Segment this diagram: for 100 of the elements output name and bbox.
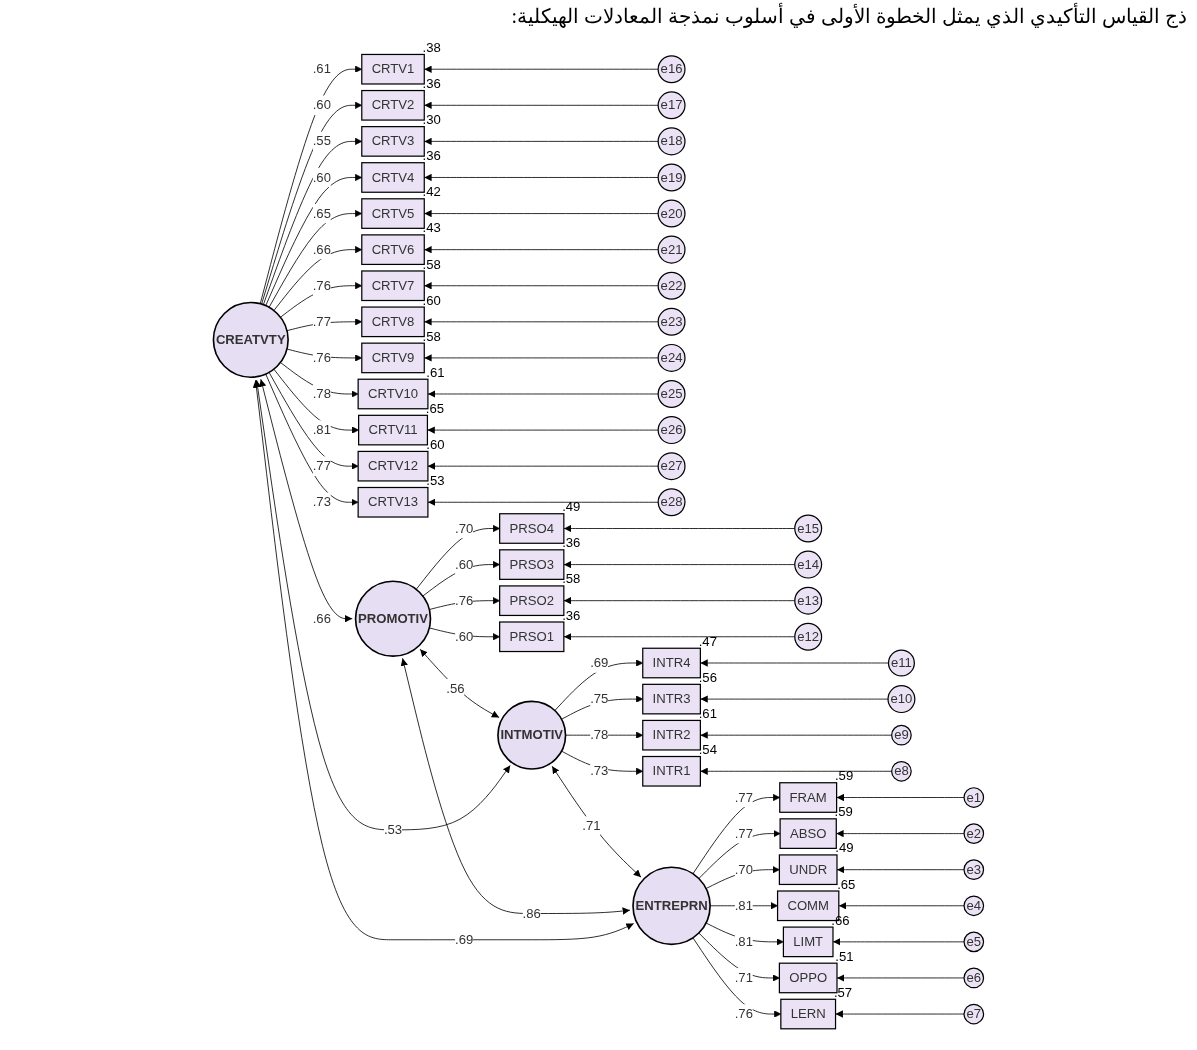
r-squared-value: .65 [837,876,856,892]
node-box [361,162,425,193]
node-box [361,270,425,302]
r-squared-value: .36 [562,535,581,551]
node-circle [963,895,985,917]
edge-label: .77 [734,826,753,841]
node-circle [963,967,985,989]
r-squared-value: .58 [562,571,581,587]
edge-label: .77 [312,458,331,473]
node-box [357,378,429,410]
edge-label: .69 [590,655,609,670]
edge-label: .65 [312,206,331,221]
node-box [357,450,429,482]
node-box [779,818,837,849]
node-box [361,198,425,229]
node-box [361,126,425,157]
edge-label: .70 [455,521,474,536]
r-squared-value: .42 [422,184,441,200]
node-box [642,719,701,751]
r-squared-value: .59 [835,768,854,784]
edge-label: .71 [582,818,601,833]
node-box [499,585,565,617]
node-circle [657,127,686,156]
node-circle [657,343,686,372]
r-squared-value: .51 [835,948,854,964]
node-box [358,414,429,446]
node-circle [632,866,711,946]
node-box [357,486,429,518]
node-circle [963,859,985,881]
path-diagram: .61 .60 .55 .60 .65 .66 .76 .77 .76 .78 .81 .77 .73 .69 .53 .86 .66 .56 .71 .70 .60 .76 .60 .69 .75 .78 .73 .77 .77 .70 .81 .81 .71 .76 CREATVTY CRTV1 CRTV2 CRTV3 CRTV4 CRTV5 CRTV6 CRTV7 CRTV8 CRTV9 CRTV10 CRTV11 CRTV12 CRTV13 e16 e17 e18 e19 e20 e21 e22 e23 e24 e25 e26 e27 e28 PROMOTIV PRSO4 PRSO3 PRSO2 PRSO1 e15 e14 e13 e12 INTMOTIV INTR4 INTR3 INTR2 INTR1 e11 e10 e9 e8 ENTREPRN FRAM ABSO UNDR COMM LIMT OPPO LERN e1 e2 e3 e4 e5 e6 e7 .38 .36 .30 .36 .42 .43 .58 .60 .58 .61 .65 .60 .53 .49 .36 .58 .36 .47 .56 .61 .54 .59 .59 .49 .65 .66 .51 .57 [119,32,1078,1037]
r-squared-value: .36 [422,148,441,164]
node-box [499,513,565,544]
node-circle [794,550,823,579]
node-circle [657,91,686,120]
node-box [782,926,834,958]
node-circle [891,724,912,746]
node-box [780,998,837,1030]
node-circle [657,199,686,228]
node-circle [887,685,916,714]
node-circle [657,271,686,300]
edge-label: .60 [312,97,331,112]
edge-label: .81 [312,422,331,437]
edge-label: .76 [455,593,474,608]
node-box [642,755,701,787]
edge-label: .75 [590,691,609,706]
edge-label: .86 [522,906,541,921]
edge-label: .60 [312,170,331,185]
node-box [642,683,701,715]
edge-label: .77 [312,314,331,329]
edge-label: .53 [383,822,403,837]
r-squared-value: .49 [835,840,854,856]
r-squared-value: .38 [422,40,441,55]
node-circle [794,514,823,543]
node-box [642,647,701,679]
node-circle [497,700,567,770]
r-squared-value: .61 [698,705,717,721]
edge-label: .56 [446,681,465,696]
edge-label: .60 [455,557,474,572]
edge-label: .76 [312,278,331,293]
edge-label: .78 [590,727,609,742]
edge-label: .76 [734,1006,753,1021]
node-circle [657,235,686,264]
edge-label: .60 [455,629,474,644]
node-circle [657,452,686,481]
r-squared-value: .36 [422,76,441,92]
node-box [778,854,838,886]
edge-label: .81 [734,934,753,949]
node-box [361,234,425,266]
node-circle [657,488,686,517]
r-squared-value: .58 [422,328,441,344]
edge-label: .66 [312,611,331,626]
r-squared-value: .54 [698,742,717,758]
r-squared-value: .65 [425,400,444,416]
node-circle [354,580,432,657]
r-squared-value: .60 [426,436,445,452]
edge-label: .61 [312,61,331,76]
r-squared-value: .59 [834,804,853,820]
node-box [361,89,425,121]
node-circle [657,55,686,84]
node-circle [657,416,686,445]
node-box [361,342,425,374]
node-box [499,621,565,653]
node-circle [794,622,823,651]
edge-label: .81 [734,898,753,913]
r-squared-value: .36 [562,607,581,623]
title: ذج القياس التأكيدي الذي يمثل الخطوة الأولى في أسلوب نمذجة المعادلات الهيكلية: [0,0,1197,32]
node-circle [657,379,686,409]
node-circle [887,649,915,677]
r-squared-value: .47 [698,633,717,649]
edge-label: .69 [455,932,474,947]
node-box [361,306,425,338]
node-box [361,53,425,85]
node-circle [963,931,985,953]
r-squared-value: .43 [422,220,441,236]
edge-label: .70 [734,862,753,877]
node-circle [963,823,985,844]
node-box [499,549,565,580]
r-squared-value: .60 [422,292,441,308]
r-squared-value: .30 [422,112,441,128]
r-squared-value: .49 [562,499,581,515]
